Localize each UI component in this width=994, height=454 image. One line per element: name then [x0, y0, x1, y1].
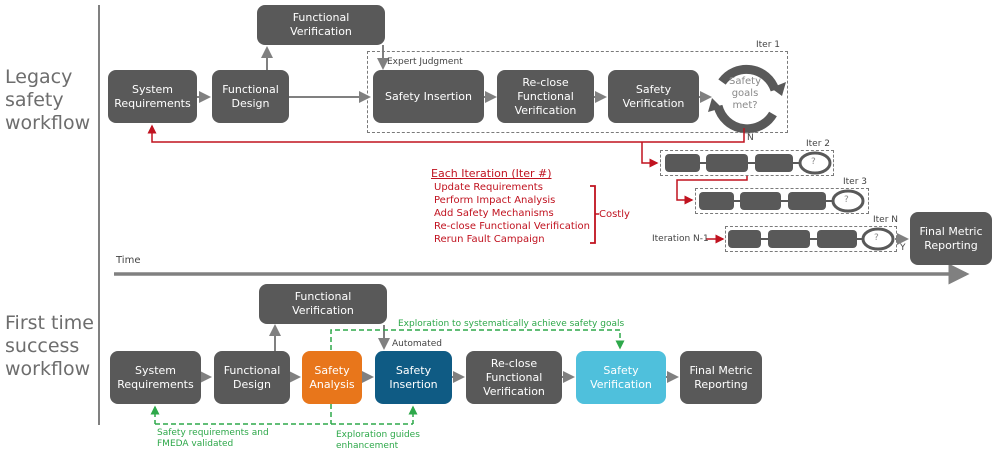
first-time-label-line-2: success: [5, 335, 80, 357]
legacy-lane-label: Legacy safety workflow: [5, 66, 90, 135]
exploration-guides-line-1: Exploration guides: [336, 430, 420, 440]
iter2-step-3: [755, 154, 793, 172]
iteration-n-minus-1-label: Iteration N-1: [652, 234, 709, 244]
expert-judgment-label: Expert Judgment: [387, 57, 463, 67]
each-iteration-title: Each Iteration (Iter #): [431, 167, 552, 180]
iterN-step-3: [817, 230, 857, 248]
iteration-item: Add Safety Mechanisms: [434, 208, 554, 219]
iter2-label: Iter 2: [806, 139, 831, 149]
legacy-safety-verification: Safety Verification: [608, 70, 699, 123]
ft-safety-verification: Safety Verification: [576, 351, 666, 404]
ft-final-metric-reporting: Final Metric Reporting: [680, 351, 762, 404]
red-feedback-to-sysreq: [147, 124, 745, 143]
exploration-top-label: Exploration to systematically achieve sa…: [398, 319, 625, 329]
first-time-lane-label: First time success workflow: [5, 312, 94, 381]
yes-label: Y: [900, 243, 906, 253]
iter3-step-2: [740, 192, 781, 210]
decision-safety-goals-met: Safety goals met?: [729, 76, 761, 111]
iterN-box: [725, 226, 897, 252]
iteration-item: Update Requirements: [434, 182, 543, 193]
safety-req-validated-line-2: FMEDA validated: [157, 439, 234, 449]
green-exploration-top: [330, 329, 625, 350]
cycle-arc-top: [718, 64, 780, 92]
mini-cycle-iter2: [798, 151, 832, 175]
iter2-box: [660, 150, 834, 176]
iter2-step-2: [706, 154, 748, 172]
first-time-label-line-1: First time: [5, 312, 94, 334]
ft-safety-insertion: Safety Insertion: [375, 351, 452, 404]
ft-system-requirements: System Requirements: [110, 351, 201, 404]
mini-cycle-iter3: [831, 189, 865, 213]
iteration-item: Re-close Functional Verification: [434, 221, 591, 232]
iter2-step-1: [665, 154, 700, 172]
costly-bracket: [590, 185, 596, 244]
legacy-label-line-3: workflow: [5, 112, 91, 134]
red-arrow-to-iter3: [676, 175, 748, 205]
legacy-system-requirements: System Requirements: [108, 70, 197, 123]
first-time-label-line-3: workflow: [5, 358, 91, 380]
iter3-box: [695, 188, 869, 214]
ft-reclose-functional-verification: Re-close Functional Verification: [466, 351, 562, 404]
legacy-label-line-2: safety: [5, 89, 64, 111]
iter3-question: ?: [844, 195, 849, 205]
iter3-step-1: [699, 192, 734, 210]
ft-functional-design: Functional Design: [214, 351, 290, 404]
iter1-box: [367, 51, 788, 133]
iter3-step-3: [788, 192, 826, 210]
automated-label: Automated: [392, 339, 442, 349]
legacy-reclose-functional-verification: Re-close Functional Verification: [497, 70, 594, 123]
legacy-final-metric-reporting: Final Metric Reporting: [910, 212, 992, 265]
iterN-question: ?: [874, 233, 879, 243]
iter1-label: Iter 1: [756, 40, 781, 50]
iterN-label: Iter N: [873, 215, 899, 225]
cycle-arc-bottom: [713, 104, 777, 134]
iter2-question: ?: [811, 157, 816, 167]
exploration-guides-line-2: enhancement: [336, 441, 399, 451]
legacy-functional-verification: Functional Verification: [257, 5, 385, 45]
iterN-step-1: [728, 230, 761, 248]
red-arrow-to-iter2: [641, 142, 659, 168]
ft-functional-verification: Functional Verification: [259, 284, 387, 324]
safety-req-validated-line-1: Safety requirements and: [157, 428, 269, 438]
costly-label: Costly: [599, 209, 630, 220]
mini-cycle-iterN: [861, 227, 895, 251]
ft-safety-analysis: Safety Analysis: [302, 351, 362, 404]
no-label: N: [747, 133, 754, 143]
iteration-item: Rerun Fault Campaign: [434, 234, 545, 245]
legacy-label-line-1: Legacy: [5, 66, 73, 88]
iter3-label: Iter 3: [843, 177, 868, 187]
legacy-functional-design: Functional Design: [212, 70, 289, 123]
iteration-item: Perform Impact Analysis: [434, 195, 556, 206]
iterN-step-2: [768, 230, 810, 248]
legacy-safety-insertion: Safety Insertion: [373, 70, 484, 123]
time-label: Time: [116, 255, 141, 266]
